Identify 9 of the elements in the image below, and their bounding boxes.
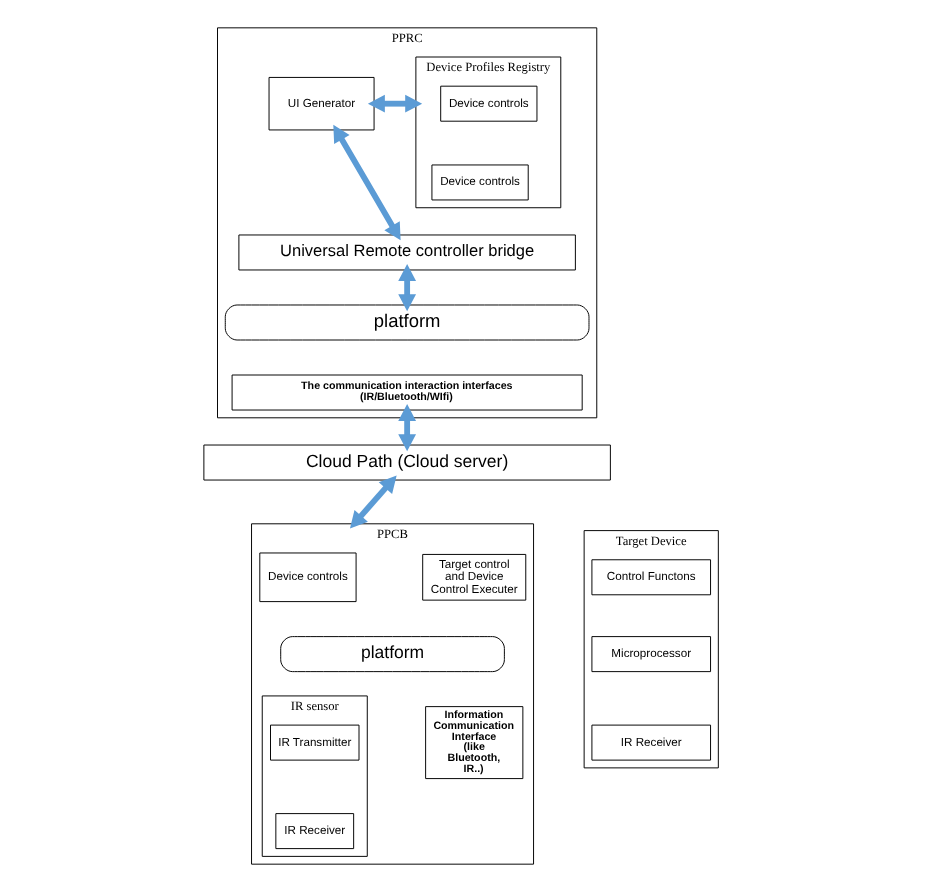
- arrow: [366, 94, 422, 113]
- node-box: Universal Remote controller bridge: [237, 234, 575, 271]
- arrow: [397, 264, 416, 312]
- arrow: [349, 475, 396, 529]
- node-box: platform: [223, 304, 589, 341]
- node-box: platform: [279, 636, 504, 673]
- node-box: Cloud Path (Cloud server): [202, 444, 610, 481]
- arrow: [397, 404, 416, 452]
- arrow: [332, 124, 400, 241]
